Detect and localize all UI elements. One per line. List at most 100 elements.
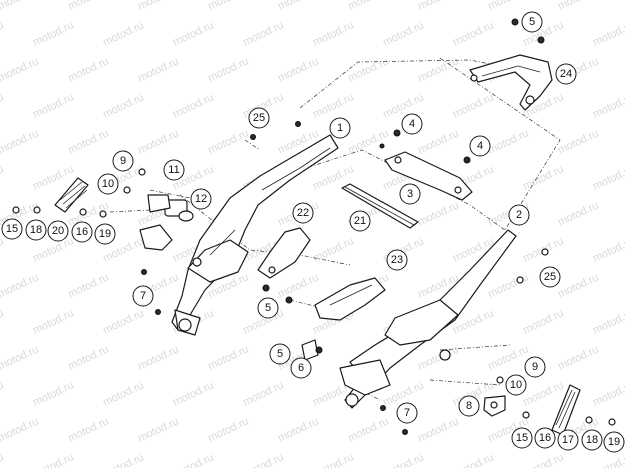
callout-6[interactable]: 6 bbox=[290, 357, 312, 379]
footpeg-left bbox=[54, 177, 89, 213]
callout-22[interactable]: 22 bbox=[292, 202, 314, 224]
callout-4b[interactable]: 4 bbox=[469, 135, 491, 157]
watermark-text: motod.ru bbox=[486, 343, 530, 372]
callout-12[interactable]: 12 bbox=[190, 188, 212, 210]
watermark-text: motod.ru bbox=[66, 55, 110, 84]
callout-25a[interactable]: 25 bbox=[248, 107, 270, 129]
watermark-text: motod.ru bbox=[346, 415, 390, 444]
callout-4a[interactable]: 4 bbox=[401, 113, 423, 135]
watermark-text: motod.ru bbox=[416, 415, 460, 444]
watermark-text: motod.ru bbox=[311, 91, 355, 120]
watermark-text: motod.ru bbox=[66, 271, 110, 300]
callout-17[interactable]: 17 bbox=[557, 429, 579, 451]
callout-25b[interactable]: 25 bbox=[539, 266, 561, 288]
watermark-text: motod.ru bbox=[0, 163, 6, 192]
watermark-text: motod.ru bbox=[416, 199, 460, 228]
svg-text:15: 15 bbox=[6, 223, 18, 235]
callout-5a[interactable]: 5 bbox=[521, 11, 543, 33]
watermark-text: motod.ru bbox=[31, 91, 75, 120]
svg-text:23: 23 bbox=[391, 254, 403, 266]
watermark-text: motod.ru bbox=[451, 451, 495, 468]
watermark-text: motod.ru bbox=[171, 91, 215, 120]
svg-text:5: 5 bbox=[277, 348, 283, 360]
bracket-8 bbox=[483, 395, 506, 417]
watermark-text: motod.ru bbox=[346, 55, 390, 84]
watermark-text: motod.ru bbox=[416, 343, 460, 372]
svg-text:21: 21 bbox=[354, 215, 366, 227]
watermark-text: motod.ru bbox=[0, 451, 6, 468]
callout-20[interactable]: 20 bbox=[47, 220, 69, 242]
callout-2[interactable]: 2 bbox=[508, 204, 530, 226]
callout-3[interactable]: 3 bbox=[399, 183, 421, 205]
rear-bracket bbox=[469, 54, 553, 111]
mount-bracket bbox=[139, 194, 194, 251]
watermark-text: motod.ru bbox=[206, 343, 250, 372]
watermark-text: motod.ru bbox=[0, 415, 41, 444]
callout-16a[interactable]: 16 bbox=[71, 221, 93, 243]
callout-18b[interactable]: 18 bbox=[581, 429, 603, 451]
svg-text:7: 7 bbox=[140, 290, 146, 302]
side-bracket bbox=[314, 277, 386, 321]
watermark-text: motod.ru bbox=[276, 415, 320, 444]
watermark-text: motod.ru bbox=[101, 19, 145, 48]
callout-5c[interactable]: 5 bbox=[269, 343, 291, 365]
watermark-text: motod.ru bbox=[556, 343, 600, 372]
svg-text:25: 25 bbox=[544, 271, 556, 283]
callout-19b[interactable]: 19 bbox=[603, 431, 625, 453]
svg-text:18: 18 bbox=[586, 434, 598, 446]
svg-text:9: 9 bbox=[532, 361, 538, 373]
callout-23[interactable]: 23 bbox=[386, 249, 408, 271]
subframe-right bbox=[339, 229, 517, 409]
watermark-text: motod.ru bbox=[101, 451, 145, 468]
callout-15a[interactable]: 15 bbox=[1, 218, 23, 240]
callout-1[interactable]: 1 bbox=[329, 117, 351, 139]
callout-8[interactable]: 8 bbox=[458, 395, 480, 417]
spacer-6 bbox=[301, 339, 319, 361]
callout-15b[interactable]: 15 bbox=[511, 427, 533, 449]
svg-text:11: 11 bbox=[168, 164, 179, 176]
callout-9b[interactable]: 9 bbox=[524, 356, 546, 378]
watermark-text: motod.ru bbox=[0, 343, 41, 372]
svg-text:18: 18 bbox=[30, 224, 42, 236]
svg-text:6: 6 bbox=[298, 362, 304, 374]
cross-member bbox=[384, 151, 473, 201]
callout-19a[interactable]: 19 bbox=[94, 223, 116, 245]
callout-11[interactable]: 11 bbox=[163, 159, 185, 181]
svg-text:25: 25 bbox=[253, 112, 265, 124]
watermark-text: motod.ru bbox=[276, 0, 320, 13]
watermark-text: motod.ru bbox=[206, 127, 250, 156]
watermark-text: motod.ru bbox=[591, 235, 625, 264]
callout-7b[interactable]: 7 bbox=[396, 402, 418, 424]
svg-text:12: 12 bbox=[195, 193, 207, 205]
watermark-text: motod.ru bbox=[0, 235, 6, 264]
watermark-text: motod.ru bbox=[241, 19, 285, 48]
watermark-text: motod.ru bbox=[206, 55, 250, 84]
callout-9a[interactable]: 9 bbox=[112, 150, 134, 172]
svg-text:15: 15 bbox=[516, 432, 528, 444]
svg-text:5: 5 bbox=[529, 16, 535, 28]
callout-7a[interactable]: 7 bbox=[132, 285, 154, 307]
callout-24[interactable]: 24 bbox=[555, 63, 577, 85]
watermark-text: motod.ru bbox=[486, 0, 530, 13]
callout-5b[interactable]: 5 bbox=[257, 297, 279, 319]
watermark-text: motod.ru bbox=[206, 0, 250, 13]
watermark-text: motod.ru bbox=[241, 451, 285, 468]
watermark-text: motod.ru bbox=[0, 19, 6, 48]
callout-21[interactable]: 21 bbox=[349, 210, 371, 232]
svg-text:7: 7 bbox=[404, 407, 410, 419]
callout-10b[interactable]: 10 bbox=[505, 374, 527, 396]
callout-16b[interactable]: 16 bbox=[534, 427, 556, 449]
watermark-text: motod.ru bbox=[556, 127, 600, 156]
watermark-text: motod.ru bbox=[486, 127, 530, 156]
watermark-text: motod.ru bbox=[346, 0, 390, 13]
watermark-text: motod.ru bbox=[521, 379, 565, 408]
callout-10a[interactable]: 10 bbox=[97, 173, 119, 195]
watermark-text: motod.ru bbox=[591, 307, 625, 336]
watermark-text: motod.ru bbox=[66, 127, 110, 156]
watermark-text: motod.ru bbox=[171, 451, 215, 468]
watermark-text: motod.ru bbox=[0, 91, 6, 120]
watermark-text: motod.ru bbox=[66, 0, 110, 13]
watermark-text: motod.ru bbox=[556, 0, 600, 13]
callout-18a[interactable]: 18 bbox=[25, 219, 47, 241]
